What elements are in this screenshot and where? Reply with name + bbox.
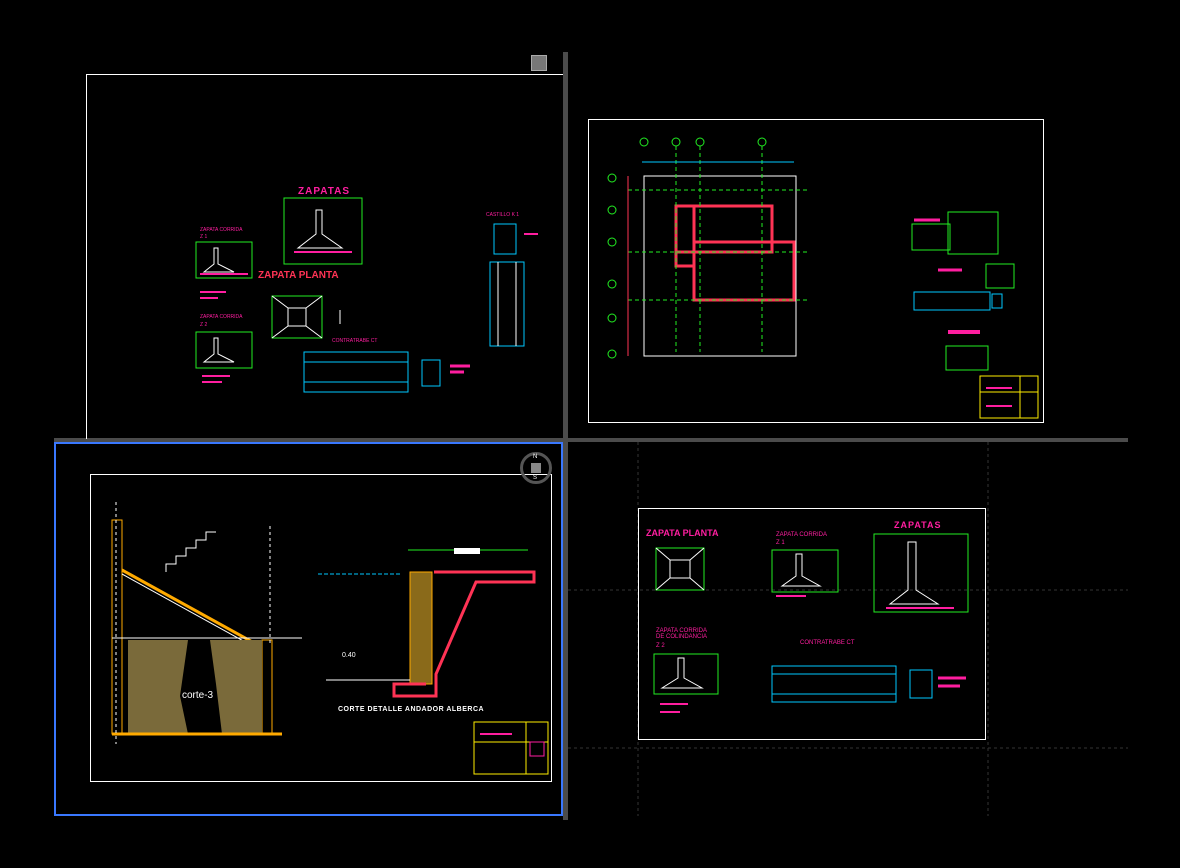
title-zapata-planta: ZAPATA PLANTA [258, 270, 339, 281]
viewport-divider-vertical[interactable] [563, 52, 568, 820]
sheet-frame [638, 508, 986, 740]
label-contratrabe-2: CONTRATRABE CT [800, 640, 855, 646]
sheet-frame [588, 119, 1044, 423]
label-z1: Z 1 [200, 234, 208, 240]
sheet-frame [90, 474, 552, 782]
compass-n: N [533, 454, 538, 460]
compass-icon[interactable]: N S [520, 452, 552, 484]
label-zapata-colindancia: ZAPATA CORRIDA DE COLINDANCIA [656, 628, 708, 640]
title-zapatas: ZAPATAS [298, 186, 350, 197]
compass-s: S [533, 475, 538, 481]
viewport-bottom-left[interactable]: N S corte-3 0.40 CORTE DETALLE ANDADOR [54, 442, 563, 816]
sheet-frame [86, 74, 563, 439]
viewcube-icon[interactable] [531, 55, 547, 71]
drawing-zapatas [195, 197, 538, 393]
viewport-top-right[interactable] [568, 52, 1128, 438]
label-zapata-corrida-z1: ZAPATA CORRIDA [776, 532, 828, 538]
title-zapata-planta-2: ZAPATA PLANTA [646, 528, 719, 538]
drawing-corte-andador [111, 502, 549, 775]
compass-center [531, 463, 541, 473]
label-corte-3: corte-3 [182, 690, 214, 701]
label-contratrabe: CONTRATRABE CT [332, 338, 378, 344]
label-zapata-corrida-1: ZAPATA CORRIDA [200, 227, 243, 233]
viewport-bottom-right[interactable]: ZAPATA PLANTA ZAPATAS ZAPATA CORRIDA Z 1… [568, 442, 1128, 816]
label-z2-2: Z 2 [656, 643, 665, 649]
viewport-divider-horizontal[interactable] [54, 438, 1128, 442]
label-castillo: CASTILLO K 1 [486, 212, 520, 218]
label-z2: Z 2 [200, 322, 208, 328]
title-corte-detalle: CORTE DETALLE ANDADOR ALBERCA [338, 706, 485, 713]
label-dim-040: 0.40 [342, 652, 356, 659]
label-zapata-corrida-2: ZAPATA CORRIDA [200, 314, 243, 320]
label-z1-2: Z 1 [776, 540, 785, 546]
title-zapatas-2: ZAPATAS [894, 520, 942, 530]
drawing-plan-cimentacion [607, 137, 1039, 419]
viewport-top-left[interactable]: ZAPATAS ZAPATA PLANTA ZAPATA CORRIDA Z 1… [54, 52, 563, 439]
